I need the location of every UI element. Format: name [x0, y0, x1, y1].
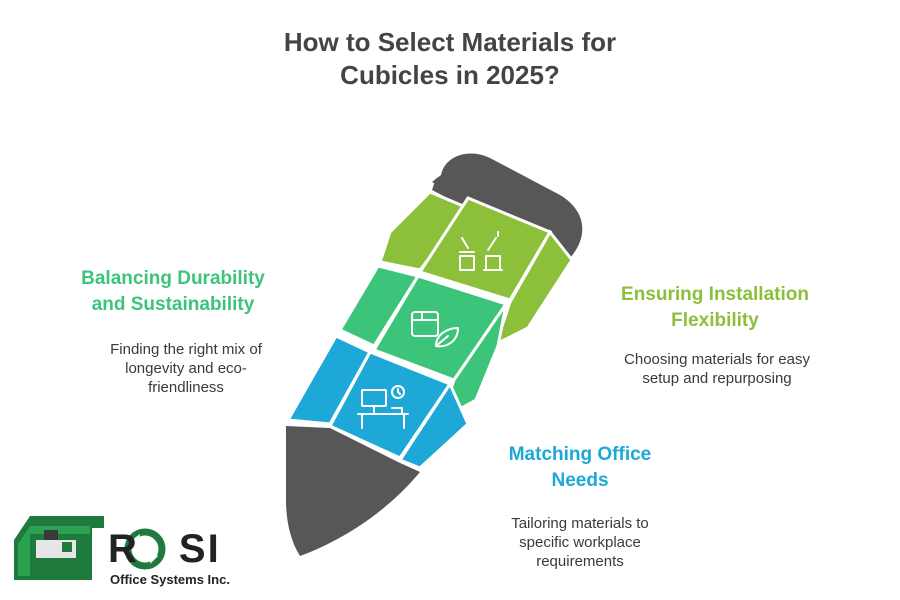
- durability-description: Finding the right mix of longevity and e…: [96, 340, 276, 397]
- installation-heading-line-1: Ensuring Installation: [621, 284, 809, 305]
- durability-desc-line-2: longevity and eco-: [125, 360, 247, 377]
- office-furniture-icon: [459, 231, 503, 271]
- installation-heading: Ensuring Installation Flexibility: [602, 282, 828, 334]
- office-needs-description: Tailoring materials to specific workplac…: [490, 514, 670, 571]
- band-office-right: [397, 380, 470, 470]
- title-line-1: How to Select Materials for: [283, 27, 617, 57]
- installation-desc-line-1: Choosing materials for easy: [624, 351, 810, 368]
- office-needs-desc-line-1: Tailoring materials to: [511, 515, 649, 532]
- recycle-icon: [124, 528, 166, 570]
- band-installation-right: [493, 229, 574, 347]
- pencil-tip: [286, 426, 420, 556]
- durability-desc-line-1: Finding the right mix of: [110, 341, 262, 358]
- office-needs-desc-line-3: requirements: [536, 553, 624, 570]
- logo-subtitle: Office Systems Inc.: [110, 572, 230, 587]
- durability-heading: Balancing Durability and Sustainability: [60, 266, 286, 318]
- rosi-cubicle-logo: [14, 516, 104, 580]
- durability-heading-line-2: and Sustainability: [91, 294, 255, 315]
- installation-desc-line-2: setup and repurposing: [642, 370, 792, 387]
- office-needs-desc-line-2: specific workplace: [519, 534, 641, 551]
- band-durability-left: [337, 264, 421, 348]
- logo-letter-r: R: [108, 527, 139, 571]
- installation-heading-line-2: Flexibility: [671, 310, 759, 331]
- box-leaf-icon: [411, 311, 459, 348]
- durability-desc-line-3: friendliness: [148, 379, 224, 396]
- page-title: How to Select Materials for Cubicles in …: [180, 26, 720, 92]
- logo-brand: R SI: [108, 527, 221, 571]
- title-line-2: Cubicles in 2025?: [340, 60, 560, 90]
- desk-computer-icon: [357, 385, 409, 429]
- installation-description: Choosing materials for easy setup and re…: [602, 350, 832, 388]
- durability-heading-line-1: Balancing Durability: [81, 268, 265, 289]
- office-needs-heading: Matching Office Needs: [480, 442, 680, 494]
- office-needs-heading-line-1: Matching Office: [508, 444, 652, 465]
- office-needs-heading-line-2: Needs: [551, 470, 609, 491]
- logo-letters-si: SI: [178, 527, 221, 571]
